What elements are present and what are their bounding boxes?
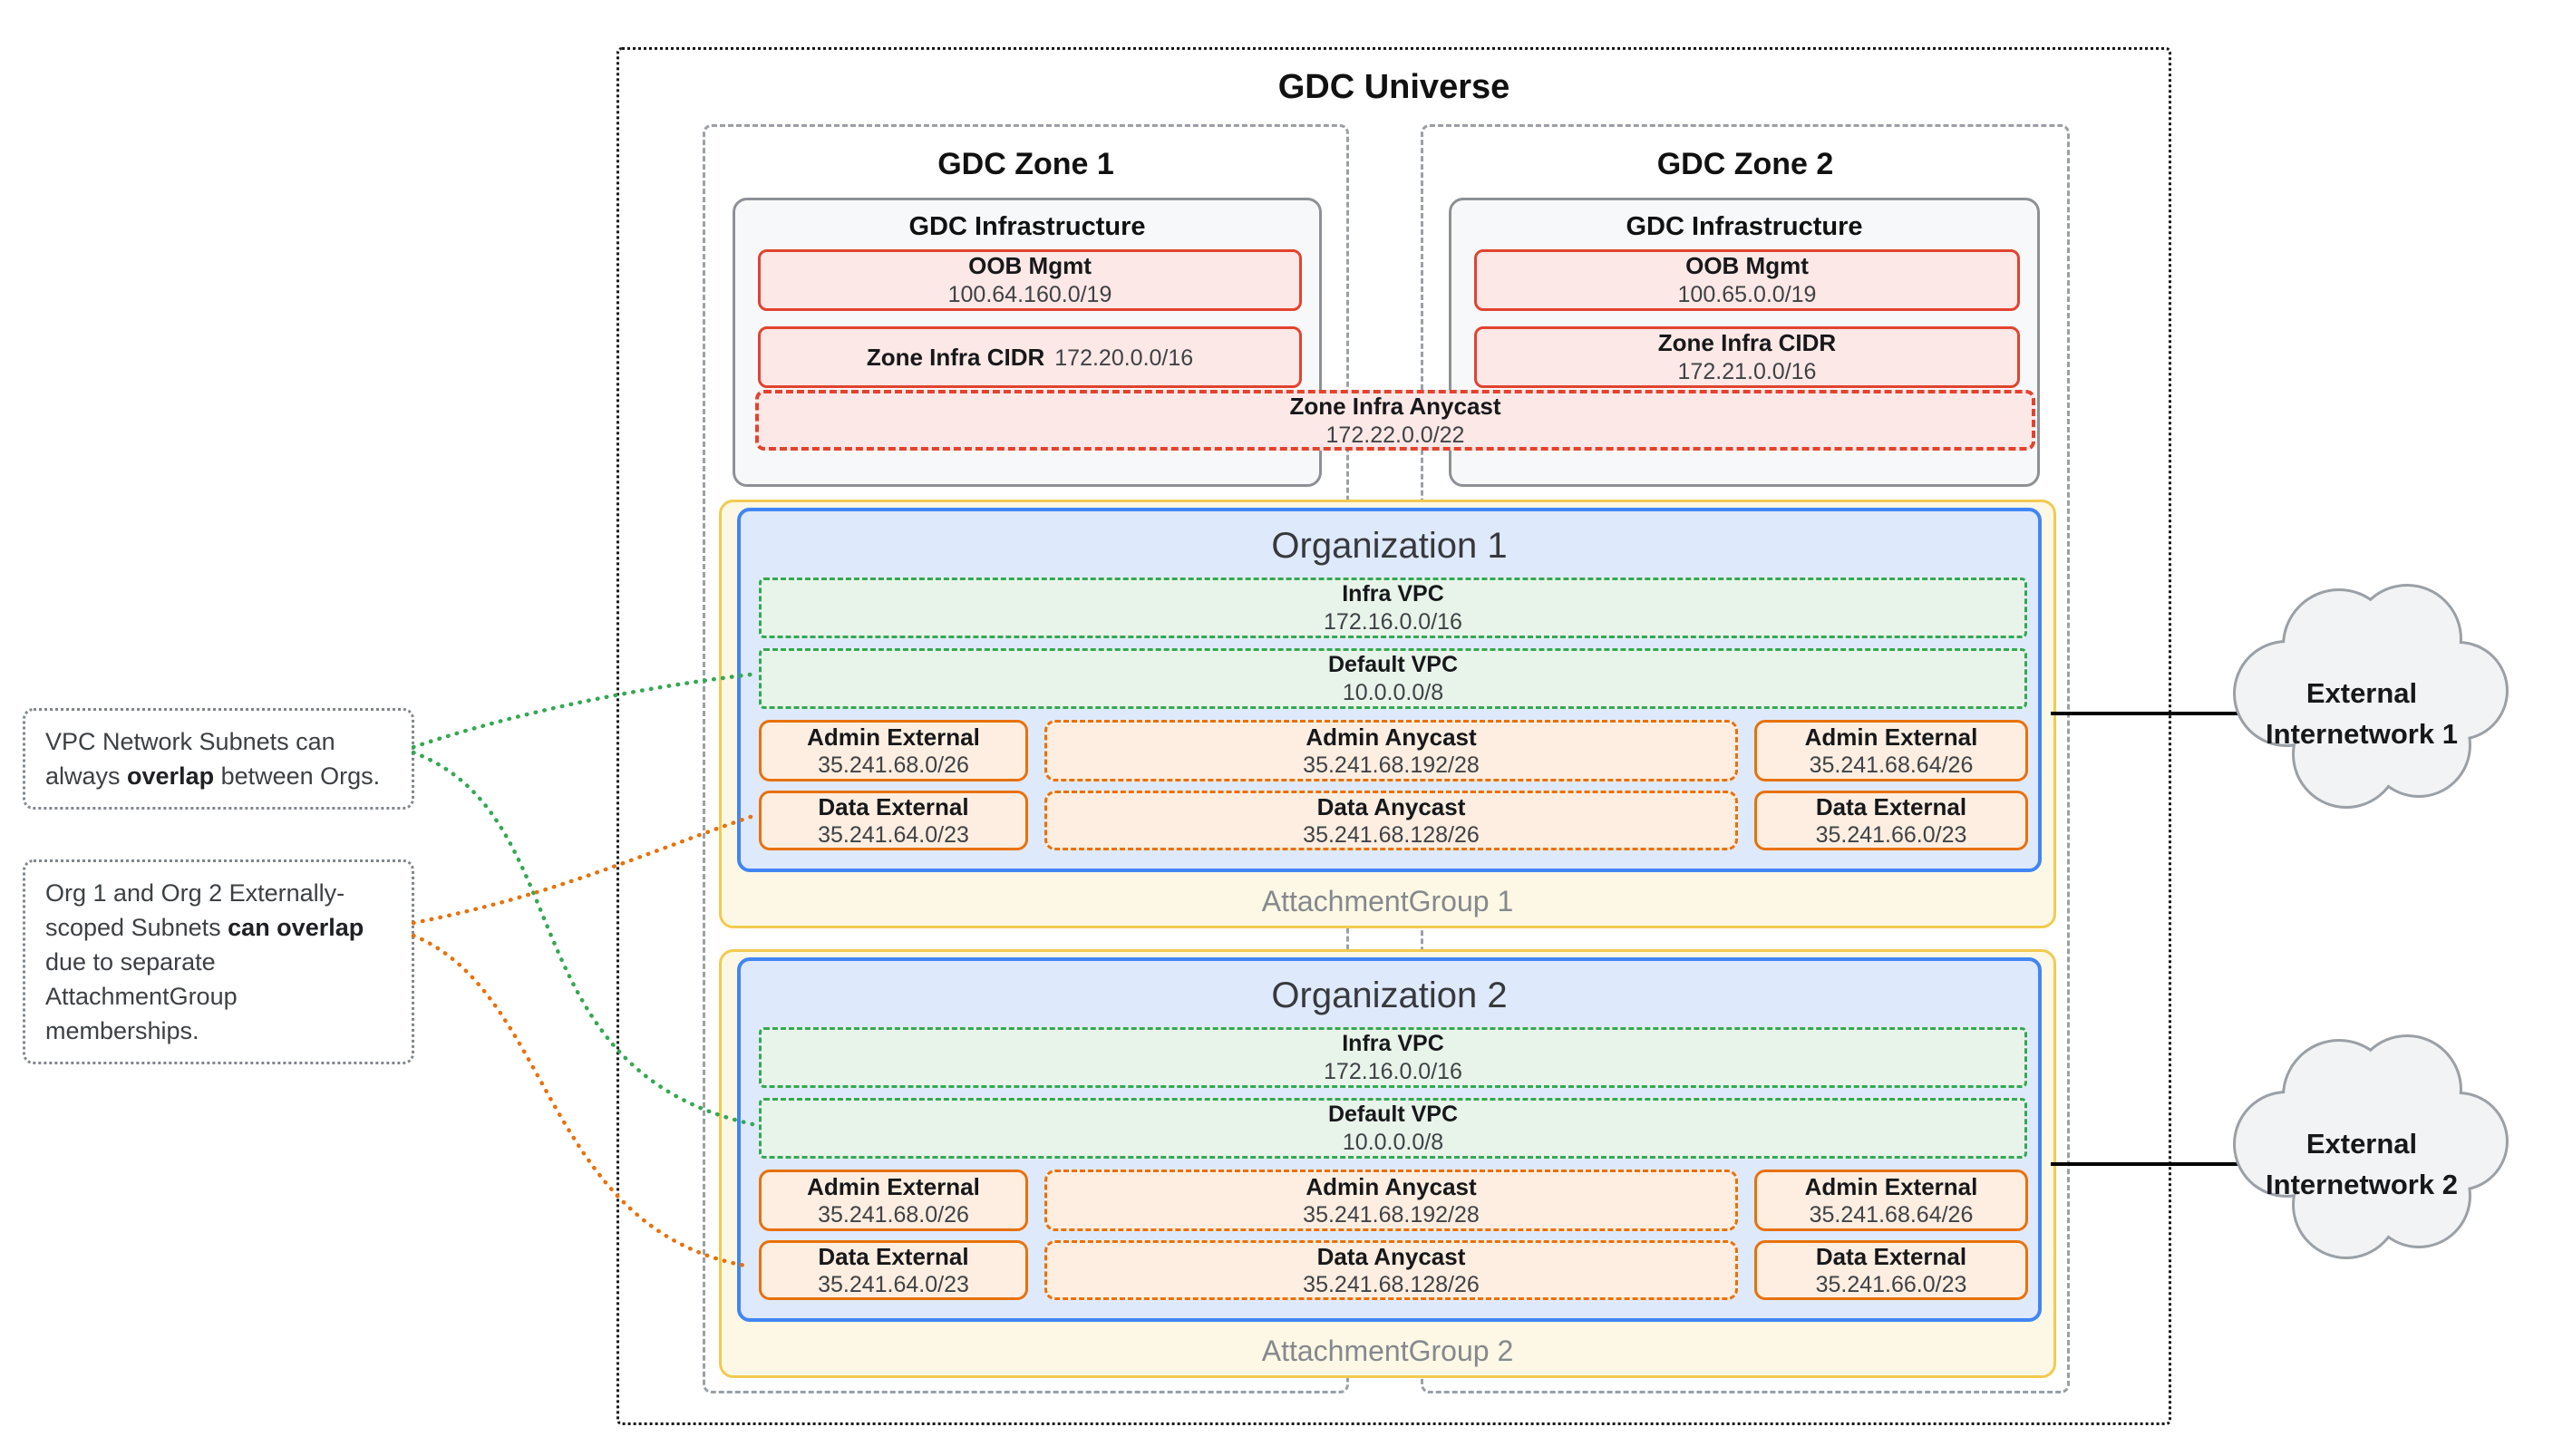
external-internetwork-2-line1: External (2305, 1128, 2418, 1160)
zone-infra-cidr-zone2-box: Zone Infra CIDR 172.21.0.0/16 (1474, 326, 2020, 388)
org2-default-vpc-cidr: 10.0.0.0/8 (1342, 1130, 1444, 1155)
note-external-overlap-pre: Org 1 and Org 2 Externally-scoped Subnet… (45, 879, 345, 941)
note-vpc-overlap: VPC Network Subnets can always overlap b… (23, 708, 414, 810)
org2-admin-anycast-box: Admin Anycast 35.241.68.192/28 (1044, 1170, 1738, 1231)
org1-infra-vpc-cidr: 172.16.0.0/16 (1324, 609, 1462, 635)
org1-admin-external-right-cidr: 35.241.68.64/26 (1809, 752, 1974, 778)
org2-admin-external-left-cidr: 35.241.68.0/26 (818, 1201, 969, 1228)
zone-infra-cidr-zone2-label: Zone Infra CIDR (1657, 329, 1837, 356)
org1-data-anycast-cidr: 35.241.68.128/26 (1303, 821, 1480, 848)
org1-data-external-left-label: Data External (818, 792, 969, 820)
org2-data-anycast-label: Data Anycast (1316, 1242, 1466, 1270)
oob-mgmt-zone2-box: OOB Mgmt 100.65.0.0/19 (1474, 249, 2020, 311)
org2-data-external-left-label: Data External (818, 1242, 969, 1270)
org1-admin-external-left-cidr: 35.241.68.0/26 (818, 752, 969, 778)
org1-data-anycast-label: Data Anycast (1316, 792, 1466, 820)
org1-data-external-right-label: Data External (1815, 792, 1967, 820)
organization-2-box: Organization 2 Infra VPC 172.16.0.0/16 D… (737, 957, 2042, 1322)
org2-data-anycast-cidr: 35.241.68.128/26 (1303, 1271, 1480, 1297)
zone-infra-cidr-zone1-value: 172.20.0.0/16 (1054, 345, 1194, 371)
org1-default-vpc-cidr: 10.0.0.0/8 (1342, 680, 1444, 705)
org2-admin-anycast-label: Admin Anycast (1306, 1172, 1477, 1200)
org2-default-vpc-box: Default VPC 10.0.0.0/8 (759, 1098, 2027, 1159)
org2-data-external-left-box: Data External 35.241.64.0/23 (759, 1240, 1028, 1300)
org2-data-external-left-cidr: 35.241.64.0/23 (818, 1271, 969, 1297)
note-vpc-overlap-pre: VPC Network Subnets can always (45, 728, 335, 790)
note-vpc-overlap-post: between Orgs. (214, 762, 381, 790)
org2-admin-external-right-label: Admin External (1804, 1172, 1978, 1200)
zone-infra-cidr-zone1-line: Zone Infra CIDR 172.20.0.0/16 (867, 344, 1193, 372)
organization-1-box: Organization 1 Infra VPC 172.16.0.0/16 D… (737, 508, 2042, 872)
oob-mgmt-zone1-cidr: 100.64.160.0/19 (947, 282, 1112, 307)
note-external-overlap: Org 1 and Org 2 Externally-scoped Subnet… (23, 859, 414, 1064)
org1-data-external-right-cidr: 35.241.66.0/23 (1815, 821, 1967, 848)
org1-admin-external-left-label: Admin External (807, 723, 980, 751)
oob-mgmt-zone2-cidr: 100.65.0.0/19 (1677, 282, 1817, 307)
org2-admin-external-right-cidr: 35.241.68.64/26 (1809, 1201, 1974, 1228)
organization-1-title: Organization 1 (1271, 526, 1508, 566)
org1-admin-anycast-cidr: 35.241.68.192/28 (1303, 752, 1480, 778)
org2-admin-external-left-label: Admin External (807, 1172, 980, 1200)
org1-data-external-right-box: Data External 35.241.66.0/23 (1754, 791, 2028, 850)
org2-data-external-right-box: Data External 35.241.66.0/23 (1754, 1240, 2028, 1300)
org2-admin-external-right-box: Admin External 35.241.68.64/26 (1754, 1170, 2028, 1231)
oob-mgmt-zone2-label: OOB Mgmt (1685, 252, 1809, 279)
org2-admin-anycast-cidr: 35.241.68.192/28 (1303, 1201, 1480, 1228)
org2-data-anycast-box: Data Anycast 35.241.68.128/26 (1044, 1240, 1738, 1300)
gdc-infrastructure-zone1-title: GDC Infrastructure (908, 212, 1146, 241)
org1-admin-external-right-label: Admin External (1804, 723, 1978, 751)
org1-admin-external-right-box: Admin External 35.241.68.64/26 (1754, 720, 2028, 781)
zone-infra-cidr-zone1-label: Zone Infra CIDR (866, 343, 1045, 371)
external-internetwork-2-line2: Internetwork 2 (2266, 1169, 2458, 1200)
org1-data-external-left-cidr: 35.241.64.0/23 (818, 821, 969, 848)
org2-infra-vpc-label: Infra VPC (1342, 1031, 1444, 1056)
org1-admin-anycast-label: Admin Anycast (1306, 723, 1477, 751)
org2-data-external-right-cidr: 35.241.66.0/23 (1815, 1271, 1967, 1297)
org1-admin-external-left-box: Admin External 35.241.68.0/26 (759, 720, 1028, 781)
org2-default-vpc-label: Default VPC (1327, 1102, 1459, 1127)
org2-admin-external-left-box: Admin External 35.241.68.0/26 (759, 1170, 1028, 1231)
external-internetwork-1-line2: Internetwork 1 (2266, 718, 2458, 750)
org1-data-anycast-box: Data Anycast 35.241.68.128/26 (1044, 791, 1738, 850)
note-external-overlap-bold: can overlap (228, 914, 364, 941)
external-internetwork-1-label: External Internetwork 1 (2226, 673, 2498, 754)
attachment-group-2-label: AttachmentGroup 2 (1261, 1335, 1514, 1367)
gdc-zone-1-title: GDC Zone 1 (937, 147, 1114, 181)
org2-infra-vpc-cidr: 172.16.0.0/16 (1324, 1059, 1462, 1084)
oob-mgmt-zone1-label: OOB Mgmt (968, 252, 1092, 279)
note-external-overlap-post: due to separate AttachmentGroup membersh… (45, 948, 238, 1044)
org1-data-external-left-box: Data External 35.241.64.0/23 (759, 791, 1028, 850)
zone-infra-anycast-cidr: 172.22.0.0/22 (1325, 422, 1465, 448)
note-vpc-overlap-bold: overlap (127, 762, 215, 790)
org1-infra-vpc-box: Infra VPC 172.16.0.0/16 (759, 578, 2027, 638)
external-internetwork-1-line1: External (2305, 677, 2418, 709)
zone-infra-cidr-zone2-value: 172.21.0.0/16 (1677, 359, 1817, 384)
zone-infra-anycast-label: Zone Infra Anycast (1289, 392, 1501, 420)
oob-mgmt-zone1-box: OOB Mgmt 100.64.160.0/19 (758, 249, 1302, 311)
org1-admin-anycast-box: Admin Anycast 35.241.68.192/28 (1044, 720, 1738, 781)
gdc-infrastructure-zone2-title: GDC Infrastructure (1626, 212, 1863, 241)
attachment-group-1-label: AttachmentGroup 1 (1261, 885, 1514, 917)
organization-2-title: Organization 2 (1271, 976, 1508, 1015)
external-internetwork-2-label: External Internetwork 2 (2226, 1123, 2498, 1205)
org1-default-vpc-label: Default VPC (1327, 652, 1459, 677)
gdc-universe-title: GDC Universe (1277, 68, 1510, 106)
org1-default-vpc-box: Default VPC 10.0.0.0/8 (759, 648, 2027, 709)
org2-data-external-right-label: Data External (1815, 1242, 1967, 1270)
org2-infra-vpc-box: Infra VPC 172.16.0.0/16 (759, 1027, 2027, 1088)
gdc-zone-2-title: GDC Zone 2 (1656, 147, 1834, 181)
zone-infra-cidr-zone1-box: Zone Infra CIDR 172.20.0.0/16 (758, 326, 1302, 388)
org1-infra-vpc-label: Infra VPC (1342, 581, 1444, 607)
zone-infra-anycast-box: Zone Infra Anycast 172.22.0.0/22 (755, 390, 2035, 451)
